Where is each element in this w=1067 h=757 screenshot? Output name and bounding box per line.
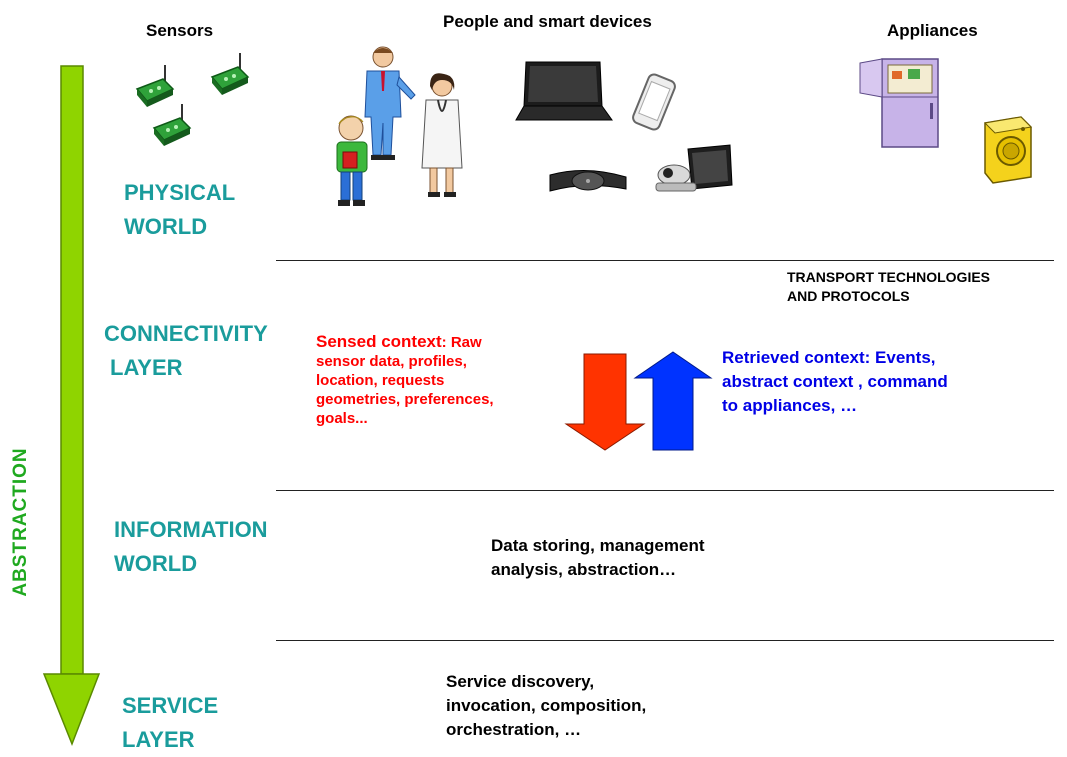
retrieved-context-text: Retrieved context: Events, abstract cont… (722, 348, 948, 415)
child-icon (336, 115, 368, 206)
sensors-header: Sensors (146, 21, 214, 40)
down-arrow (564, 353, 646, 451)
service-text: Service discovery, invocation, compositi… (446, 672, 647, 739)
sensor-node-icon (210, 53, 250, 95)
abstraction-label: ABSTRACTION (10, 447, 31, 597)
sensed-context-text: Sensed context: Raw sensor data, profile… (316, 332, 494, 427)
separator-line (276, 490, 1054, 491)
people-devices-header: People and smart devices (443, 12, 652, 31)
washing-machine-icon (983, 116, 1033, 184)
up-arrow (633, 351, 713, 451)
laptop-icon (515, 61, 613, 121)
appliances-header: Appliances (887, 21, 978, 40)
sensor-node-icon (135, 65, 175, 107)
separator-line (276, 640, 1054, 641)
doctor-icon (421, 73, 463, 197)
separator-line (276, 260, 1054, 261)
refrigerator-icon (859, 58, 939, 148)
webcam-monitor-icon (655, 144, 733, 192)
heart-rate-strap-icon (549, 169, 627, 192)
sensed-context-lead: Sensed context (316, 332, 442, 351)
man-icon (364, 46, 416, 160)
smartphone-icon (632, 73, 676, 131)
abstraction-arrow (42, 65, 101, 747)
information-text: Data storing, management analysis, abstr… (491, 536, 705, 579)
sensor-node-icon (152, 104, 192, 146)
